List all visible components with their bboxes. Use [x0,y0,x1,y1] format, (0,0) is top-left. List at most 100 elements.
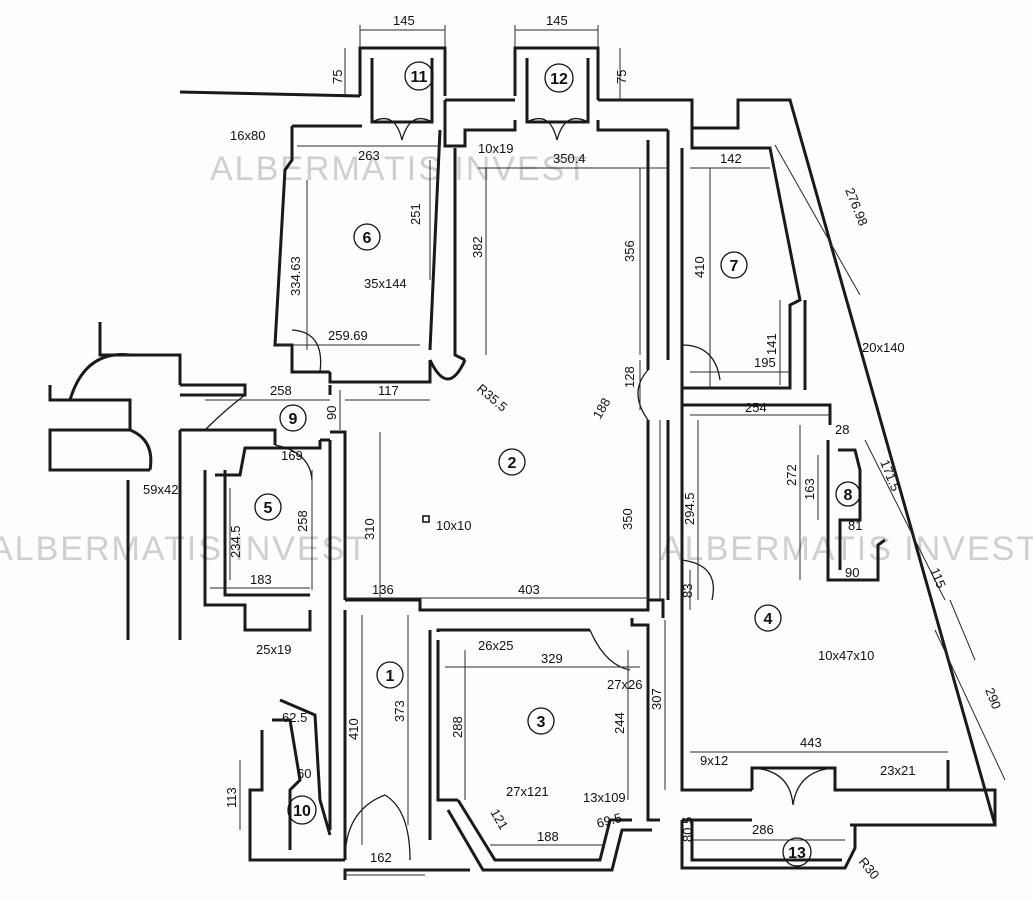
dim-label: 75 [614,70,629,84]
dim-label: 28 [835,422,849,437]
dim-label: 294.5 [682,492,697,525]
dim-label: 27x121 [506,784,549,799]
dim-label: 244 [612,712,627,734]
room-6-label: 6 [353,223,381,251]
dim-label: 162 [370,850,392,865]
dim-label: 23x21 [880,763,915,778]
dim-label: 59x42 [143,482,178,497]
walls [48,46,997,880]
dim-label: 356 [622,240,637,262]
dim-label: 410 [346,718,361,740]
dim-label: 10x10 [436,518,471,533]
dim-label: 20x140 [862,340,905,355]
svg-text:11: 11 [411,69,428,86]
dim-label: 443 [800,735,822,750]
watermark-right: ALBERMATIS INVEST [660,530,1033,568]
dim-label: 254 [745,400,767,415]
dim-label: 259.69 [328,328,368,343]
svg-text:3: 3 [537,714,546,731]
svg-text:8: 8 [844,487,853,504]
room-13-label: 13 [782,837,812,867]
dim-label: 128 [622,366,637,388]
dim-label: 183 [250,572,272,587]
dim-label: 272 [784,464,799,486]
dim-label: 35x144 [364,276,407,291]
dim-label: 310 [362,518,377,540]
dim-label: 286 [752,822,774,837]
dim-label: 16x80 [230,128,265,143]
dim-label: 9x12 [700,753,728,768]
room-5-label: 5 [254,493,282,521]
dim-label: 80.5 [680,817,695,842]
dim-label: 62.5 [282,710,307,725]
dim-label: 288 [450,716,465,738]
room-1-label: 1 [376,661,404,689]
dim-label: 373 [392,700,407,722]
dim-label: 27x26 [607,677,642,692]
dim-label: 141 [764,333,779,355]
dim-label: 307 [649,688,664,710]
dim-label: 113 [224,787,239,808]
svg-text:2: 2 [508,455,517,472]
dim-label: 142 [720,151,742,166]
dim-label: 83 [680,584,695,598]
dim-label: 169 [281,448,303,463]
dim-label: 350 [620,508,635,530]
room-9-label: 9 [279,404,307,432]
svg-text:10: 10 [293,803,311,820]
svg-text:13: 13 [788,845,806,862]
dim-label: 90 [845,565,859,580]
watermark-top: ALBERMATIS INVEST [210,150,589,188]
doors [204,117,836,861]
dim-label: R30 [856,854,883,882]
dim-label: 276.98 [842,186,871,228]
dim-label: 69.5 [595,810,623,831]
dim-label: 410 [692,256,707,278]
dim-label: 90 [324,406,339,420]
room-3-label: 3 [527,707,555,735]
dim-label: 10x19 [478,141,513,156]
room-10-label: 10 [287,795,317,825]
dim-label: 121 [487,806,511,832]
dim-label: 145 [393,13,415,28]
dim-label: 163 [802,478,817,500]
dim-label: 145 [546,13,568,28]
dim-label: 136 [372,582,394,597]
dim-label: 329 [541,651,563,666]
room-12-label: 12 [544,63,574,93]
dim-label: 195 [754,355,776,370]
room-2-label: 2 [498,448,526,476]
svg-text:6: 6 [363,230,372,247]
dim-label: 26x25 [478,638,513,653]
dim-label: 258 [295,510,310,532]
dim-label: 10x47x10 [818,648,874,663]
dim-label: 382 [470,236,485,258]
dim-label: 188 [537,829,559,844]
dim-label: 263 [358,148,380,163]
dimension-lines [205,25,1006,876]
svg-text:12: 12 [550,71,568,88]
room-7-label: 7 [720,251,748,279]
dim-label: 13x109 [583,790,626,805]
svg-text:7: 7 [730,258,739,275]
dim-label: 350.4 [553,151,586,166]
svg-text:4: 4 [764,611,773,628]
watermark-left: ALBERMATIS INVEST [0,530,369,568]
svg-text:5: 5 [264,500,273,517]
room-4-label: 4 [754,604,782,632]
svg-text:1: 1 [386,668,395,685]
column-marker [422,515,430,523]
room-8-label: 8 [835,481,861,507]
dim-label: R35.5 [474,381,510,415]
dim-label: 81 [848,518,862,533]
dim-label: 117 [378,383,399,398]
dim-label: 258 [270,383,292,398]
dim-label: 60 [297,766,311,781]
dim-label: 115 [927,566,949,591]
svg-text:9: 9 [289,411,298,428]
dim-label: 234.5 [228,525,243,558]
dim-label: 188 [590,395,614,421]
dim-label: 75 [330,70,345,84]
